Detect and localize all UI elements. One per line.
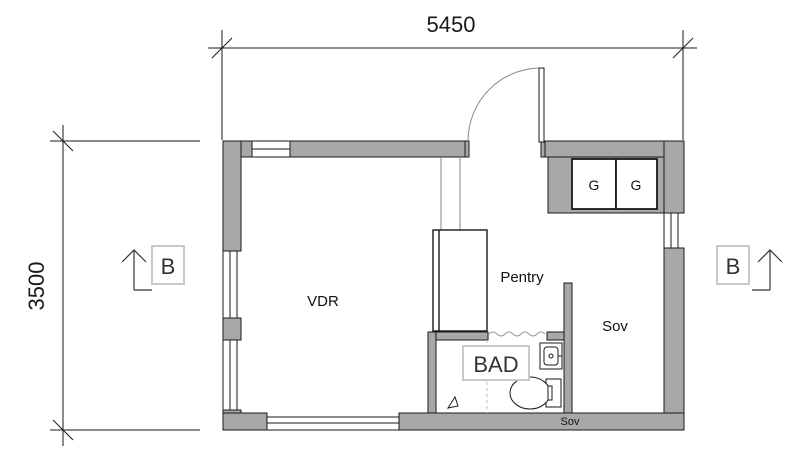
room-label-sov-small: Sov <box>561 416 580 428</box>
room-label-sov: Sov <box>602 318 628 335</box>
room-label-pentry: Pentry <box>500 269 544 286</box>
width-dimension-label: 5450 <box>427 12 476 37</box>
sink-icon <box>539 342 563 370</box>
toilet-icon <box>509 376 562 410</box>
stove-burner-right <box>615 158 658 210</box>
section-marker-left: B <box>121 245 185 291</box>
stove-burner-right-label: G <box>631 177 642 193</box>
height-dimension-label: 3500 <box>24 262 49 311</box>
room-label-vdr: VDR <box>307 293 339 310</box>
exterior-walls <box>222 140 685 431</box>
shower-drain-icon <box>446 395 459 409</box>
room-label-bad: BAD <box>473 352 518 377</box>
bad-label-box <box>462 345 530 381</box>
stove: G G <box>547 156 665 214</box>
entrance-door <box>464 67 546 158</box>
stove-burner-left-label: G <box>589 177 600 193</box>
section-marker-left-label: B <box>161 254 176 279</box>
bathroom-curtain <box>488 331 546 337</box>
width-dimension <box>208 30 697 140</box>
interior-walls <box>427 282 573 414</box>
section-marker-right: B <box>716 245 783 291</box>
section-marker-right-label: B <box>726 254 741 279</box>
height-dimension <box>50 125 200 446</box>
windows <box>222 140 679 431</box>
passage-lines <box>440 157 461 230</box>
pentry-counter <box>432 229 488 332</box>
